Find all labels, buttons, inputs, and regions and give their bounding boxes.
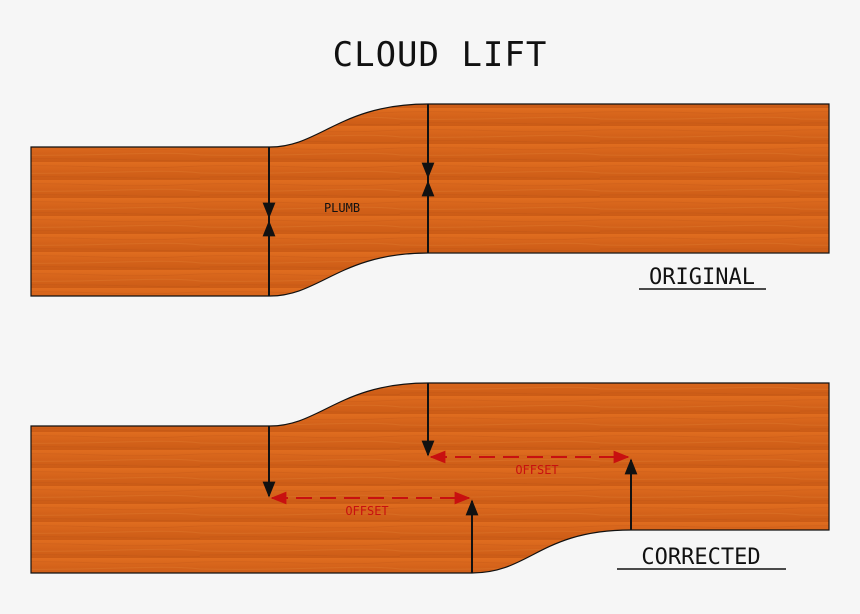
offset-label-left: OFFSET: [345, 504, 388, 518]
original-board: PLUMB: [30, 103, 830, 297]
original-label: ORIGINAL: [649, 265, 755, 290]
corrected-board: OFFSET OFFSET: [30, 382, 830, 574]
diagram-title: CLOUD LIFT: [333, 35, 548, 75]
offset-label-right: OFFSET: [515, 463, 558, 477]
plumb-label: PLUMB: [324, 201, 360, 215]
corrected-label: CORRECTED: [641, 545, 760, 570]
original-board-shape: [30, 103, 830, 297]
corrected-board-shape: [30, 382, 830, 574]
